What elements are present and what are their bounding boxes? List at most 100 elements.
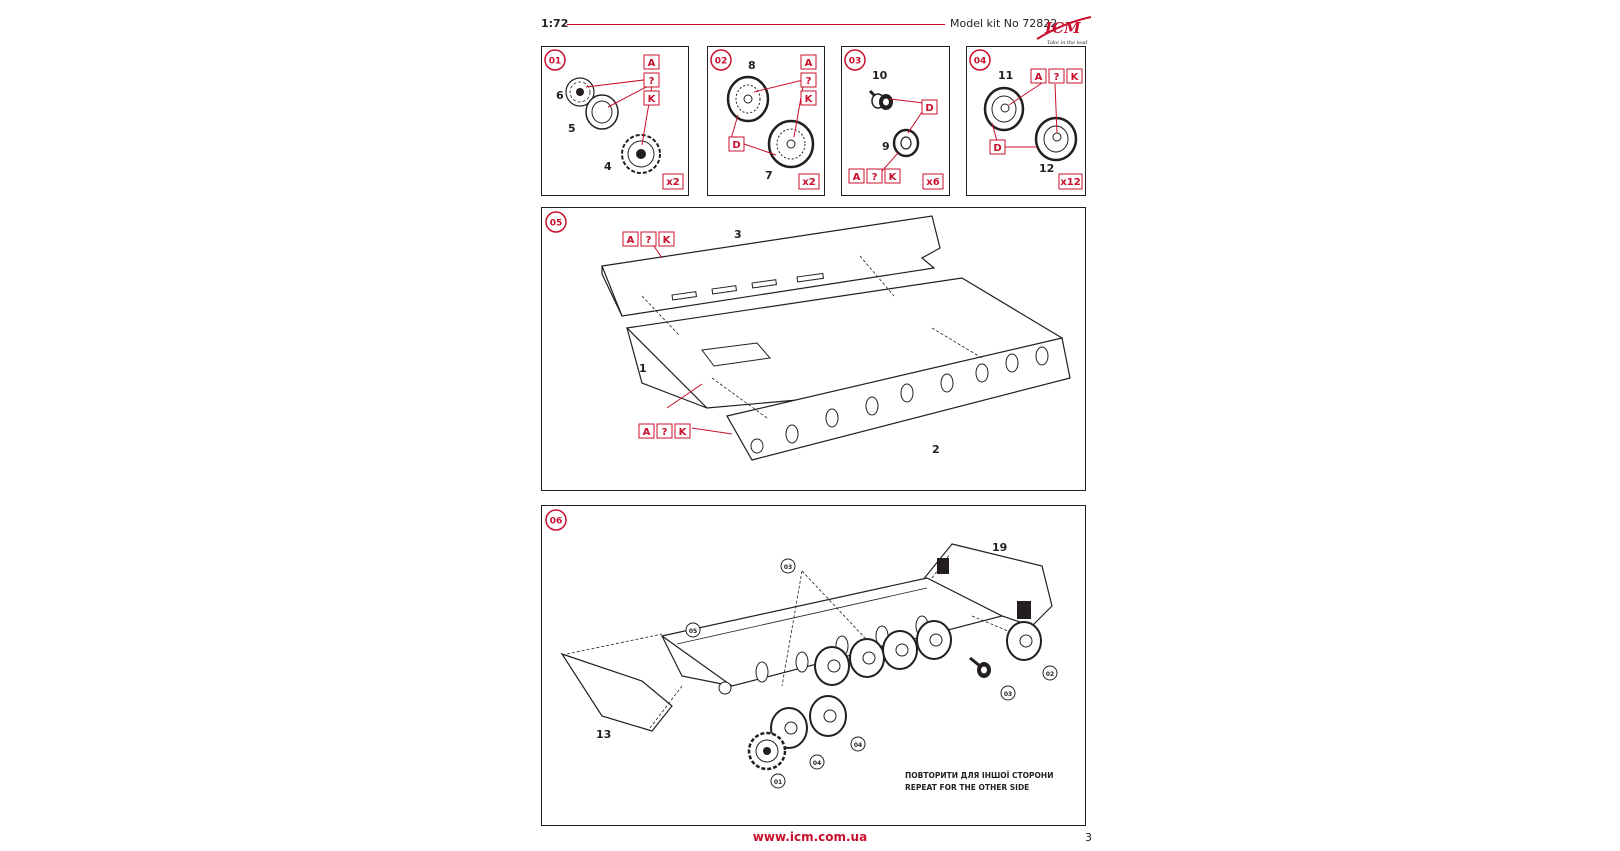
svg-text:Take in the lead: Take in the lead	[1047, 40, 1087, 46]
icm-logo: ICM Take in the lead	[1033, 13, 1095, 47]
svg-text:02: 02	[1046, 671, 1054, 678]
page-number: 3	[1085, 831, 1092, 844]
svg-text:x2: x2	[802, 177, 815, 188]
scale-label: 1:72	[541, 17, 569, 30]
step-06-panel: 06	[541, 505, 1086, 826]
svg-text:K: K	[648, 94, 657, 105]
hull-assembly	[660, 577, 1004, 687]
svg-text:06: 06	[550, 517, 563, 527]
svg-text:03: 03	[784, 564, 792, 571]
paint-tag-k: K	[674, 423, 691, 439]
sprocket-part-4	[621, 134, 661, 174]
part-label: 6	[556, 89, 564, 102]
svg-text:01: 01	[549, 57, 562, 67]
step-number-badge: 01	[544, 49, 566, 71]
svg-text:02: 02	[715, 57, 728, 67]
svg-text:?: ?	[806, 76, 812, 87]
step-number-badge: 04	[969, 49, 991, 71]
paint-tag-k: K	[884, 168, 901, 184]
paint-tag-k: K	[643, 90, 660, 106]
paint-tag-unknown: ?	[866, 168, 883, 184]
paint-tag-a: A	[1030, 68, 1047, 84]
step-ref-badge: 03	[780, 558, 796, 574]
paint-tag-d: D	[728, 136, 745, 152]
paint-tag-k: K	[658, 231, 675, 247]
wheel-ring-part-5	[585, 94, 619, 130]
svg-text:04: 04	[854, 742, 862, 749]
footer-url[interactable]: www.icm.com.ua	[752, 830, 868, 844]
quantity-multiplier: x2	[662, 173, 684, 190]
part-label: 1	[639, 362, 647, 375]
step-ref-badge: 01	[770, 773, 786, 789]
svg-text:?: ?	[649, 76, 655, 87]
repeat-note-en: REPEAT FOR THE OTHER SIDE	[905, 783, 1029, 792]
svg-text:A: A	[648, 58, 656, 69]
part-label: 3	[734, 228, 742, 241]
svg-text:K: K	[679, 427, 688, 438]
model-number: Model kit No 72822	[950, 17, 1058, 30]
part-label: 19	[992, 541, 1007, 554]
step-05-panel: 05	[541, 207, 1086, 491]
svg-text:D: D	[732, 140, 740, 151]
paint-tag-d: D	[921, 99, 938, 115]
part-label: 7	[765, 169, 773, 182]
step-number-badge: 06	[545, 509, 567, 531]
road-wheel-part-7	[767, 119, 815, 169]
svg-text:A: A	[627, 235, 635, 246]
svg-text:x6: x6	[926, 177, 939, 188]
paint-tag-k: K	[800, 90, 817, 106]
step-ref-badge: 04	[809, 754, 825, 770]
paint-tag-a: A	[643, 54, 660, 70]
drive-sprocket	[747, 731, 787, 771]
svg-text:D: D	[993, 143, 1001, 154]
svg-text:A: A	[1035, 72, 1043, 83]
paint-tag-a: A	[800, 54, 817, 70]
part-label: 11	[998, 69, 1013, 82]
part-label: 10	[872, 69, 888, 82]
quantity-multiplier: x2	[798, 173, 820, 190]
paint-tag-a: A	[848, 168, 865, 184]
svg-text:x12: x12	[1060, 177, 1080, 188]
part-label: 12	[1039, 162, 1054, 175]
step-number-badge: 03	[844, 49, 866, 71]
part-label: 5	[568, 122, 576, 135]
paint-tag-k: K	[1066, 68, 1083, 84]
svg-text:A: A	[805, 58, 813, 69]
hull-side-plate-part-3	[601, 215, 941, 317]
svg-text:x2: x2	[666, 177, 679, 188]
quantity-multiplier: x12	[1058, 173, 1083, 190]
paint-tag-unknown: ?	[656, 423, 673, 439]
idler-wheel-part-9	[892, 128, 920, 158]
road-wheels	[770, 620, 1042, 749]
svg-text:?: ?	[662, 427, 668, 438]
road-wheel-part-8	[726, 75, 770, 123]
svg-text:D: D	[925, 103, 933, 114]
step-ref-badge: 03	[1000, 685, 1016, 701]
part-label: 13	[596, 728, 611, 741]
svg-text:01: 01	[774, 779, 782, 786]
part-label: 9	[882, 140, 890, 153]
svg-text:K: K	[805, 94, 814, 105]
front-plate-part-13	[560, 652, 673, 732]
idler-wheel	[969, 656, 991, 678]
svg-text:04: 04	[813, 760, 821, 767]
svg-text:?: ?	[1054, 72, 1060, 83]
paint-tag-d: D	[989, 139, 1006, 155]
paint-tag-unknown: ?	[640, 231, 657, 247]
svg-text:?: ?	[872, 172, 878, 183]
part-label: 2	[932, 443, 940, 456]
part-label: 4	[604, 160, 612, 173]
step-02-panel: 02 8 7 A ? K D x2	[707, 46, 825, 196]
svg-text:03: 03	[1004, 691, 1012, 698]
step-number-badge: 02	[710, 49, 732, 71]
svg-text:A: A	[853, 172, 861, 183]
road-wheel-part-12	[1034, 116, 1078, 162]
svg-text:?: ?	[646, 235, 652, 246]
step-04-panel: 04 11 12 A ? K D x12	[966, 46, 1086, 196]
step-ref-badge: 02	[1042, 665, 1058, 681]
step-ref-badge: 05	[685, 622, 701, 638]
step-03-panel: 03 10 9 D A ? K x6	[841, 46, 950, 196]
step-ref-badge: 04	[850, 736, 866, 752]
paint-tag-unknown: ?	[643, 72, 660, 88]
svg-text:A: A	[643, 427, 651, 438]
